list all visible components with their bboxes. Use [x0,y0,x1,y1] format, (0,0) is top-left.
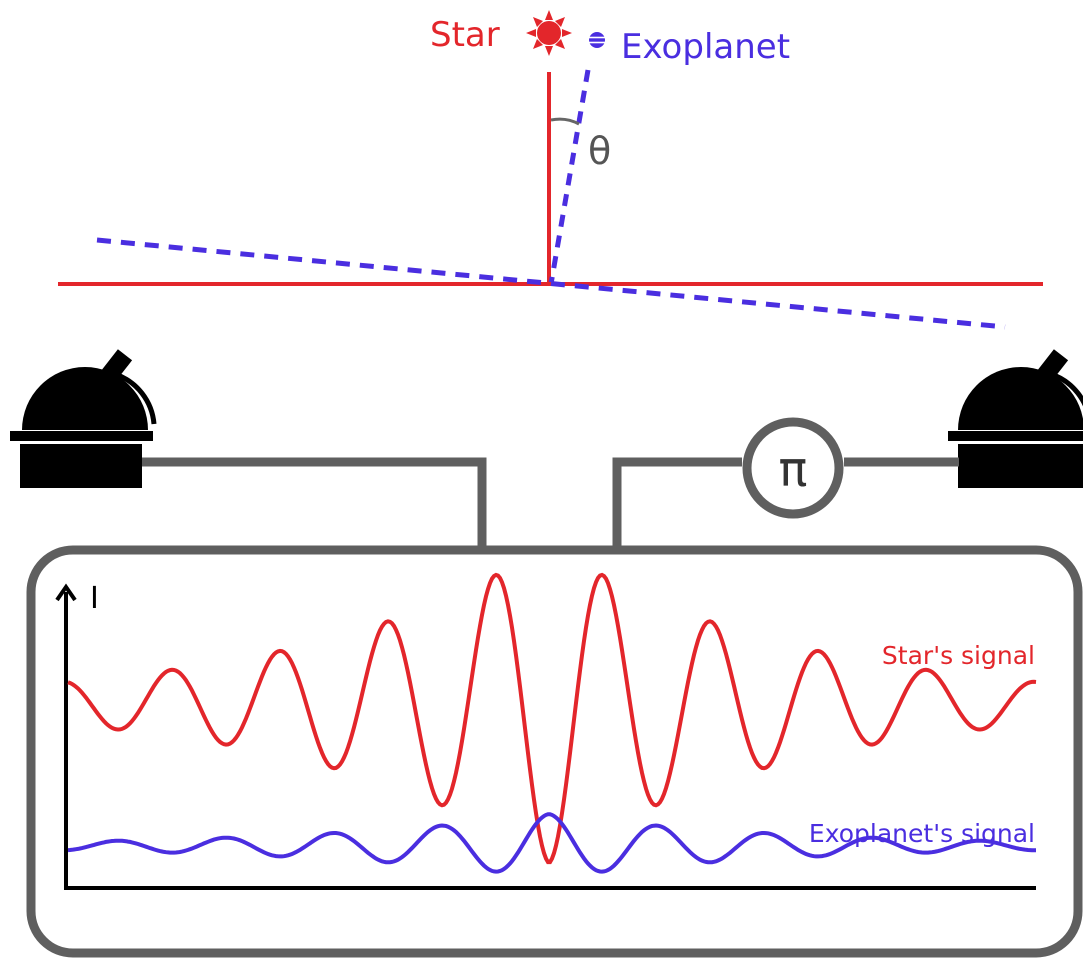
theta-label: θ [588,129,611,173]
detector-box [26,545,1083,958]
left-cable [142,457,487,548]
exoplanet-label: Exoplanet [621,27,790,67]
exoplanet-wavefront [96,237,1006,330]
right-cable-to-detector [612,457,742,548]
star-signal-curve [67,572,1037,865]
star-label: Star [430,15,500,55]
exoplanet-signal-curve [67,812,1036,874]
pi-phase-shifter-icon [742,417,844,519]
observatory-dome-icon [10,349,157,488]
phase-shift-label: π [779,442,808,498]
observatory-dome-icon [948,349,1083,488]
sun-icon [526,10,572,56]
exoplanet-signal-label: Exoplanet's signal [809,819,1035,848]
exoplanet-ray [548,69,591,285]
planet-icon [589,32,605,48]
intensity-axis-label: I [90,581,99,616]
theta-arc [550,117,580,126]
star-signal-label: Star's signal [882,641,1035,670]
y-axis-arrow [55,583,77,602]
